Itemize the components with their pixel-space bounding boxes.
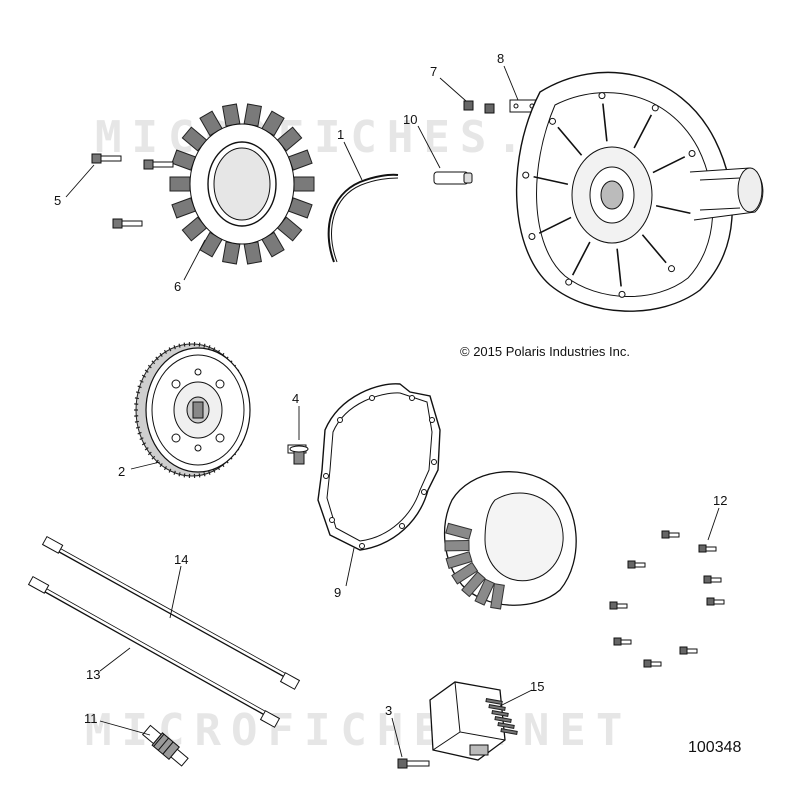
callout-15: 15 [530, 679, 545, 694]
document-number: 100348 [688, 739, 742, 756]
cover-part [443, 471, 577, 610]
cable-13 [27, 575, 281, 728]
flywheel-part [134, 342, 251, 478]
regulator-part [429, 681, 518, 761]
callout-14: 14 [174, 552, 189, 567]
copyright-notice: © 2015 Polaris Industries Inc. [460, 344, 630, 359]
cover-bolts [609, 530, 725, 668]
callout-9: 9 [334, 585, 342, 600]
callout-8: 8 [497, 51, 505, 66]
callout-4: 4 [292, 391, 300, 406]
stator-housing-part [515, 71, 764, 312]
callout-1: 1 [337, 127, 345, 142]
o-ring-part [327, 173, 399, 263]
stator-screws [91, 153, 174, 229]
callout-5: 5 [54, 193, 62, 208]
callout-3: 3 [385, 703, 393, 718]
callout-10: 10 [403, 112, 418, 127]
leader-lines [65, 65, 720, 758]
callout-6: 6 [174, 279, 182, 294]
screw-3 [397, 758, 430, 769]
stator-part [169, 103, 315, 265]
gasket-part [317, 383, 441, 551]
fasteners-7 [463, 100, 495, 114]
callout-11: 11 [84, 711, 98, 726]
flywheel-bolt [287, 444, 309, 465]
callout-7: 7 [430, 64, 438, 79]
callout-12: 12 [713, 493, 728, 508]
callout-2: 2 [118, 464, 126, 479]
spark-plug-part [141, 724, 189, 767]
dowel-part [433, 171, 473, 185]
callout-13: 13 [86, 667, 101, 682]
